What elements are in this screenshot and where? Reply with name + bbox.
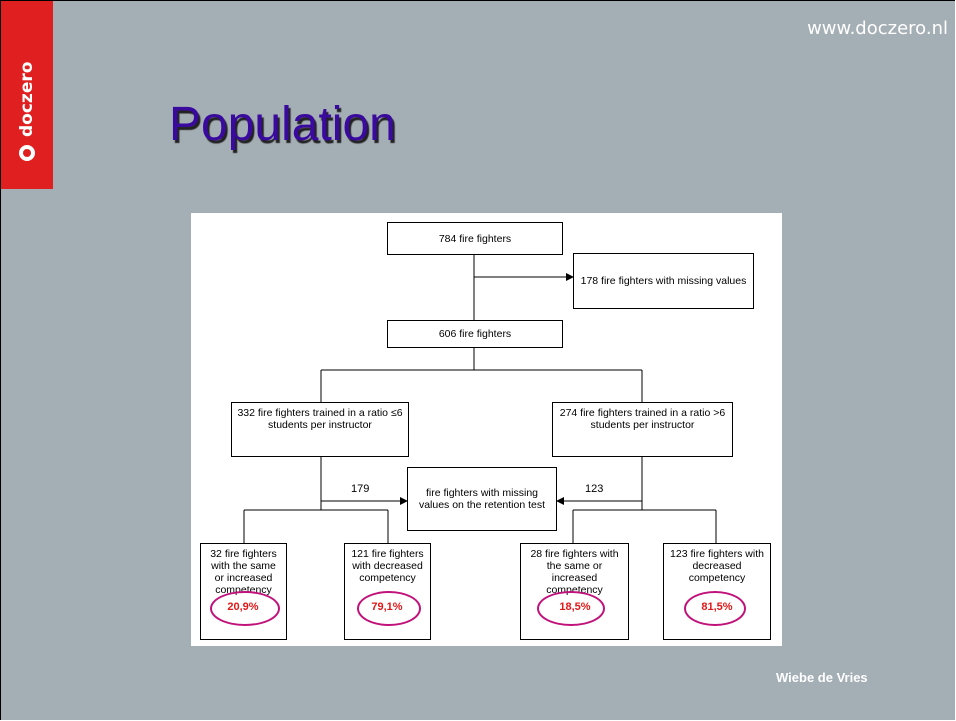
brand-circle-icon: [19, 145, 35, 161]
high-ratio-group-box: 274 fire fighters trained in a ratio >6 …: [552, 402, 733, 457]
high-ratio-group-label: 274 fire fighters trained in a ratio >6 …: [559, 407, 726, 431]
total-box: 784 fire fighters: [387, 222, 563, 255]
flow-diagram: 784 fire fighters 178 fire fighters with…: [191, 213, 782, 646]
missing-values-label: 178 fire fighters with missing values: [580, 275, 747, 287]
brand-name: doczero: [17, 61, 37, 137]
low-ratio-group-box: 332 fire fighters trained in a ratio ≤6 …: [231, 402, 409, 457]
retention-missing-label: fire fighters with missing values on the…: [418, 487, 546, 511]
remaining-box: 606 fire fighters: [387, 320, 563, 348]
highlight-ellipse-4: [684, 591, 746, 626]
slide-title: Population: [169, 98, 396, 151]
connector-lines: [243, 255, 717, 543]
brand-logo: doczero: [9, 0, 45, 161]
missing-right-count: 123: [585, 483, 604, 495]
outcome-label-2: 121 fire fighters with decreased compete…: [351, 548, 424, 584]
site-url: www.doczero.nl: [807, 18, 948, 39]
highlight-ellipse-3: [537, 591, 605, 626]
brand-bar: [1, 1, 53, 189]
highlight-ellipse-1: [210, 591, 280, 626]
outcome-label-1: 32 fire fighters with the same or increa…: [210, 548, 277, 596]
missing-values-box: 178 fire fighters with missing values: [573, 253, 754, 309]
low-ratio-group-label: 332 fire fighters trained in a ratio ≤6 …: [237, 407, 403, 431]
outcome-label-3: 28 fire fighters with the same or increa…: [530, 548, 619, 596]
author-credit: Wiebe de Vries: [776, 670, 868, 685]
missing-left-count: 179: [351, 483, 370, 495]
outcome-label-4: 123 fire fighters with decreased compete…: [670, 548, 764, 584]
remaining-label: 606 fire fighters: [438, 328, 512, 340]
total-label: 784 fire fighters: [438, 232, 512, 245]
retention-missing-box: fire fighters with missing values on the…: [407, 467, 557, 531]
highlight-ellipse-2: [357, 591, 421, 626]
outcome-box-2: 121 fire fighters with decreased compete…: [344, 543, 431, 640]
